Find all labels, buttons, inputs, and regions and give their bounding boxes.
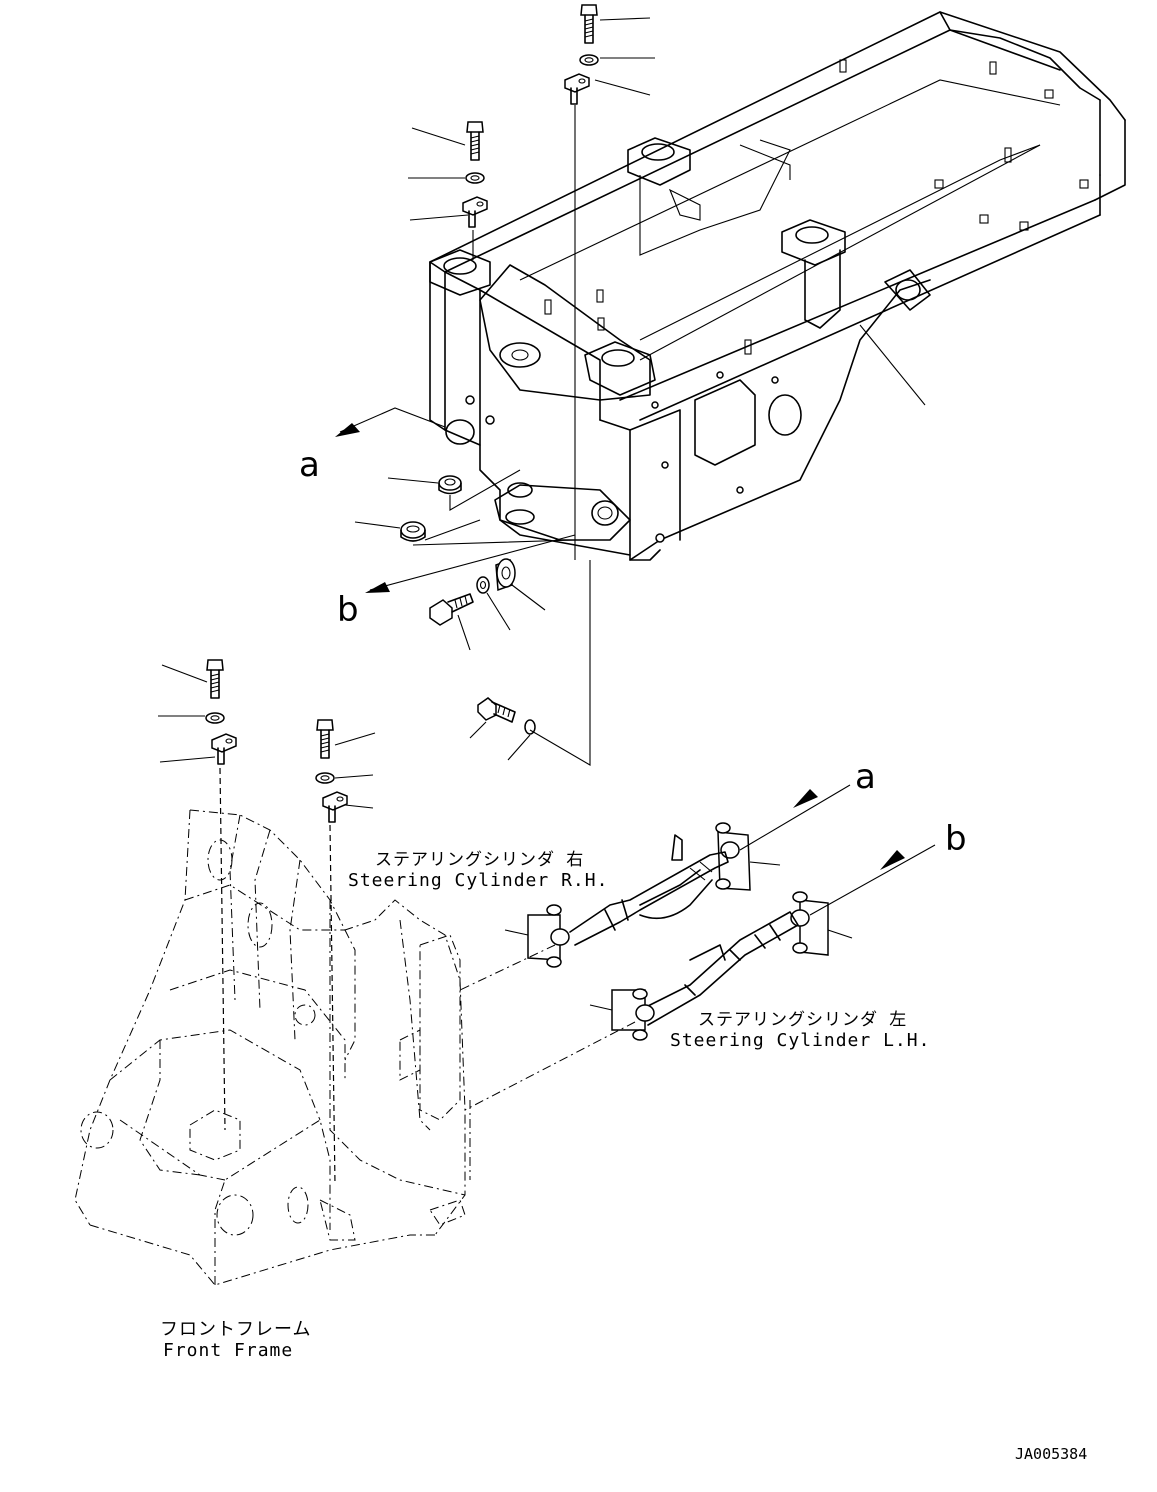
washer-icon [476, 576, 490, 594]
washer-icon [524, 719, 536, 735]
washer-icon [438, 475, 462, 495]
bolt-icon [316, 719, 334, 759]
bolt-icon [206, 659, 224, 699]
front-frame-icon [74, 809, 466, 1286]
view-a-label-right: a [855, 757, 876, 797]
front-frame-jp-label: フロントフレーム [160, 1319, 312, 1340]
washer-icon [400, 521, 426, 542]
steering-cylinder-rh-jp-label: ステアリングシリンダ 右 [375, 850, 585, 870]
steering-cylinder-lh-en-label: Steering Cylinder L.H. [670, 1030, 931, 1051]
washer-icon [465, 172, 485, 184]
view-b-label-top: b [337, 590, 359, 630]
bolt-icon [580, 4, 598, 44]
front-frame-en-label: Front Frame [163, 1340, 294, 1361]
drawing-reference-number: JA005384 [1015, 1445, 1088, 1463]
plate-icon [564, 73, 590, 105]
washer-icon [205, 712, 225, 724]
view-b-label-right: b [945, 819, 967, 859]
steering-cylinder-icon [504, 822, 853, 1041]
bolt-icon [477, 697, 516, 723]
steering-cylinder-rh-en-label: Steering Cylinder R.H. [348, 870, 609, 891]
view-a-label-top: a [299, 445, 320, 485]
bolt-icon [466, 121, 484, 161]
plate-icon [462, 196, 488, 228]
rear-frame-icon [429, 11, 1126, 561]
washer-icon [579, 54, 599, 66]
plate-icon [322, 791, 348, 823]
plate-icon [211, 733, 237, 765]
bolt-icon [429, 593, 474, 626]
washer-icon [315, 772, 335, 784]
steering-cylinder-lh-jp-label: ステアリングシリンダ 左 [698, 1010, 908, 1030]
